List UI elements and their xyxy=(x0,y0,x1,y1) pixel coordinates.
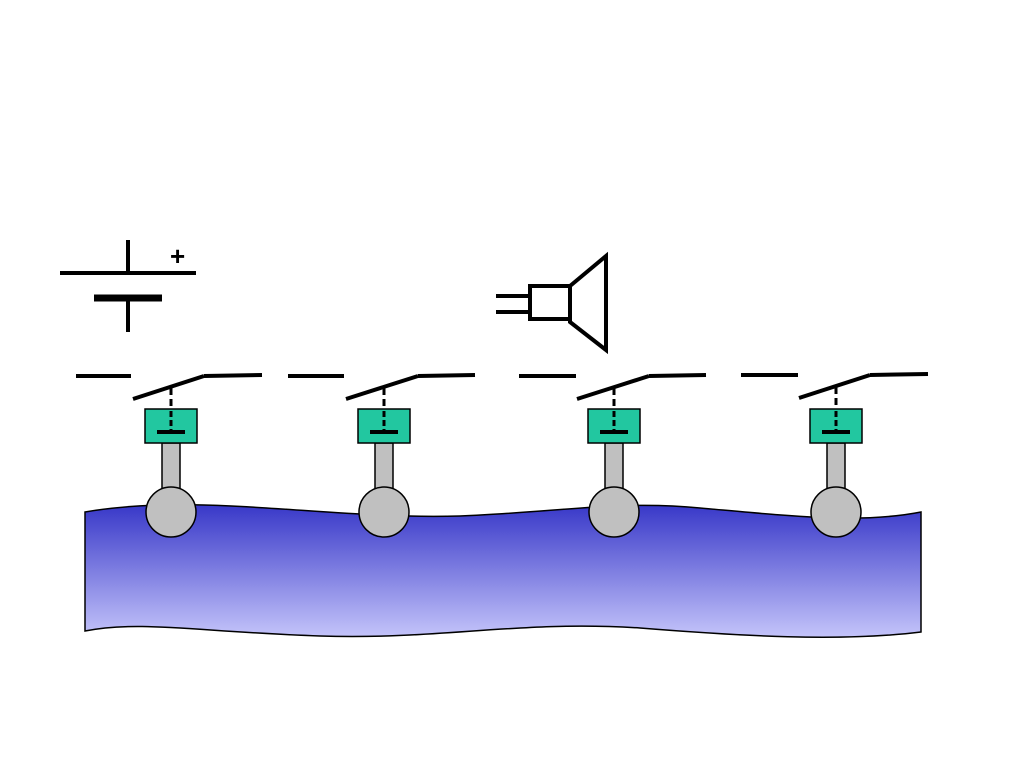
float-ball xyxy=(810,486,862,538)
battery-positive-label: + xyxy=(170,241,185,271)
float-ball xyxy=(145,486,197,538)
liquid-surface xyxy=(84,504,922,638)
switch-right-wire xyxy=(417,373,476,378)
battery-symbol-icon: + xyxy=(60,240,196,332)
sensor-units xyxy=(76,372,929,538)
sensor-unit-1 xyxy=(76,373,263,538)
switch-blade xyxy=(132,374,205,401)
switch-right-wire xyxy=(869,372,929,377)
switch-right-wire xyxy=(648,373,707,378)
sensor-unit-3 xyxy=(519,373,707,538)
sensor-unit-4 xyxy=(741,372,929,538)
switch-right-wire xyxy=(203,373,263,378)
speaker-symbol-icon xyxy=(496,251,608,355)
switch-blade xyxy=(798,373,871,400)
switch-blade xyxy=(576,374,650,401)
float-ball xyxy=(588,486,640,538)
sensor-unit-2 xyxy=(288,373,476,538)
float-ball xyxy=(358,486,410,538)
switch-blade xyxy=(345,374,419,401)
